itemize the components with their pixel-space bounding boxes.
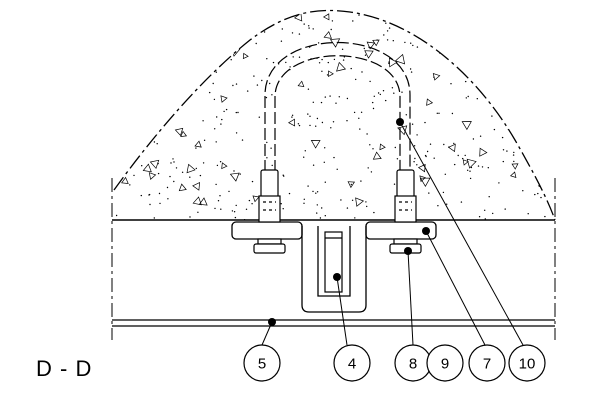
callout-9: 9 <box>426 344 464 382</box>
u-channel-bracket <box>301 226 367 313</box>
concrete-hatch <box>114 10 555 221</box>
leader-dot-5 <box>268 318 276 326</box>
insert-bar <box>324 231 343 293</box>
leader-dot-7 <box>422 227 430 235</box>
callout-4: 4 <box>333 344 371 382</box>
u-bolt-anchor <box>264 42 411 172</box>
leader-dots <box>268 118 430 326</box>
callout-7: 7 <box>468 344 506 382</box>
callout-8: 8 <box>394 344 432 382</box>
section-label: D - D <box>36 356 93 381</box>
callout-4-number: 4 <box>348 356 356 373</box>
callout-10: 10 <box>508 344 546 382</box>
callout-10-number: 10 <box>519 356 536 373</box>
leader-dot-10 <box>396 118 404 126</box>
leader-lines <box>261 121 524 346</box>
leader-dot-8 <box>404 247 412 255</box>
callout-8-number: 8 <box>409 356 417 373</box>
leader-dot-4 <box>333 273 341 281</box>
anchor-bolt-left <box>253 169 286 254</box>
anchor-bolt-right <box>389 169 422 254</box>
concrete-encasement <box>113 9 556 221</box>
callout-5-number: 5 <box>258 356 266 373</box>
base-plate-left <box>231 221 303 240</box>
callout-5: 5 <box>243 344 281 382</box>
steel-beam <box>111 178 556 340</box>
callout-9-number: 9 <box>441 356 449 373</box>
callout-7-number: 7 <box>483 356 491 373</box>
